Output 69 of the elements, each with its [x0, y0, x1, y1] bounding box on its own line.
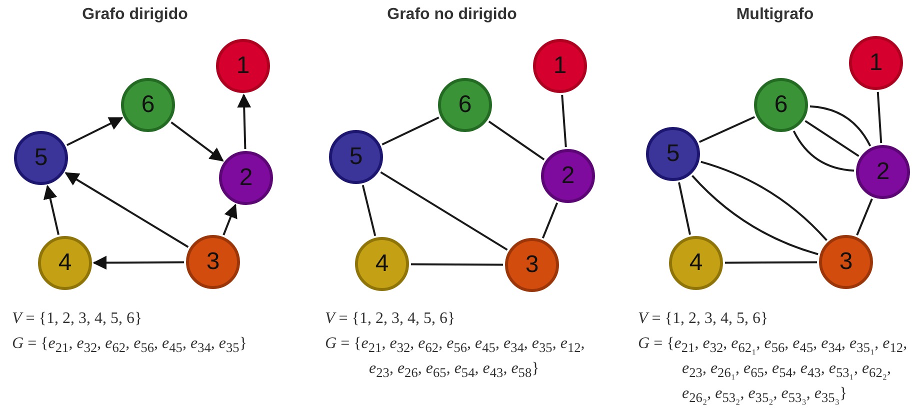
vertex-circle — [856, 145, 910, 199]
vertex-circle — [541, 149, 595, 203]
vertex-number: 3 — [525, 251, 539, 279]
vertex-circle — [219, 151, 273, 205]
edge-line — [411, 263, 503, 266]
vertex-number: 2 — [561, 162, 575, 190]
edge-line — [810, 105, 872, 146]
vertex-number: 2 — [876, 158, 890, 186]
set-formula: G = {e$_{21}$, e$_{32}$, e$_{62₁}$, e$_{56}$, e$_{45}$, e$_{34}$, e$_{35₁}$, e$_{12}$, e$_{23}$, e$_{26₁}$, e$_{65}$, e$_{54}$, e$_{43}$, e$_{53₁}$, e$_{62₂}$, e$_{26₂}$, e$_{53₂}$, e$_{35₂}$, e$_{53₃}$, e$_{35₃}$} — [638, 334, 908, 406]
arrow — [43, 184, 60, 235]
arrow — [170, 122, 224, 162]
arrow — [64, 172, 189, 248]
vertex-number: 1 — [553, 52, 567, 80]
edge-line — [804, 120, 860, 157]
edge-line — [542, 202, 558, 238]
edge-line — [362, 184, 376, 236]
vertex-circle — [819, 235, 873, 289]
set-formula: G = {e$_{21}$, e$_{32}$, e$_{62}$, e$_{56}$, e$_{45}$, e$_{34}$, e$_{35}$} — [12, 334, 248, 356]
vertex-number: 3 — [839, 248, 853, 276]
set-formula: V = {1, 2, 3, 4, 5, 6} — [638, 309, 770, 329]
edge-line — [380, 171, 508, 251]
vertex-number: 6 — [141, 91, 155, 119]
edge-line — [856, 198, 873, 236]
edge-line — [678, 182, 691, 235]
edge-line — [561, 94, 567, 148]
vertex-number: 4 — [689, 249, 703, 277]
vertex-number: 2 — [239, 164, 253, 192]
graph-title: Grafo no dirigido — [387, 6, 517, 24]
vertex-number: 4 — [58, 249, 72, 277]
vertex-number: 1 — [236, 52, 250, 80]
vertex-circle — [438, 78, 492, 132]
vertex-circle — [533, 39, 587, 93]
edge-line — [700, 160, 828, 241]
vertex-circle — [646, 127, 700, 181]
vertex-circle — [849, 36, 903, 90]
set-formula: V = {1, 2, 3, 4, 5, 6} — [325, 309, 456, 329]
vertex-circle — [754, 78, 808, 132]
vertex-circle — [355, 237, 409, 291]
edge-line — [488, 120, 545, 160]
arrow — [237, 94, 252, 150]
vertex-number: 5 — [666, 140, 680, 168]
edge-line — [725, 261, 817, 264]
vertex-circle — [186, 235, 240, 289]
vertex-number: 1 — [869, 49, 883, 77]
set-formula: G = {e$_{21}$, e$_{32}$, e$_{62}$, e$_{56}$, e$_{45}$, e$_{34}$, e$_{35}$, e$_{12}$, e$_{23}$, e$_{26}$, e$_{65}$, e$_{54}$, e$_{43}$, e$_{58}$} — [325, 334, 586, 381]
arrow — [222, 204, 238, 236]
vertex-number: 6 — [774, 91, 788, 119]
arrow — [92, 256, 184, 270]
edge-line — [876, 92, 882, 144]
vertex-circle — [216, 39, 270, 93]
vertex-number: 6 — [458, 91, 472, 119]
edge-line — [382, 116, 440, 146]
edge-line — [692, 175, 818, 256]
vertex-number: 5 — [349, 143, 363, 171]
vertex-circle — [121, 78, 175, 132]
vertex-number: 3 — [206, 248, 220, 276]
vertex-circle — [329, 130, 383, 184]
vertex-circle — [38, 236, 92, 290]
graph-title: Multigrafo — [736, 6, 814, 24]
vertex-circle — [669, 236, 723, 290]
vertex-number: 4 — [375, 250, 389, 278]
vertex-circle — [14, 131, 68, 185]
set-formula: V = {1, 2, 3, 4, 5, 6} — [12, 309, 144, 329]
edge-line — [699, 116, 755, 143]
vertex-number: 5 — [34, 144, 48, 172]
arrow — [66, 116, 124, 146]
vertex-circle — [505, 238, 559, 292]
edge-line — [792, 130, 854, 172]
graph-title: Grafo dirigido — [82, 6, 188, 24]
